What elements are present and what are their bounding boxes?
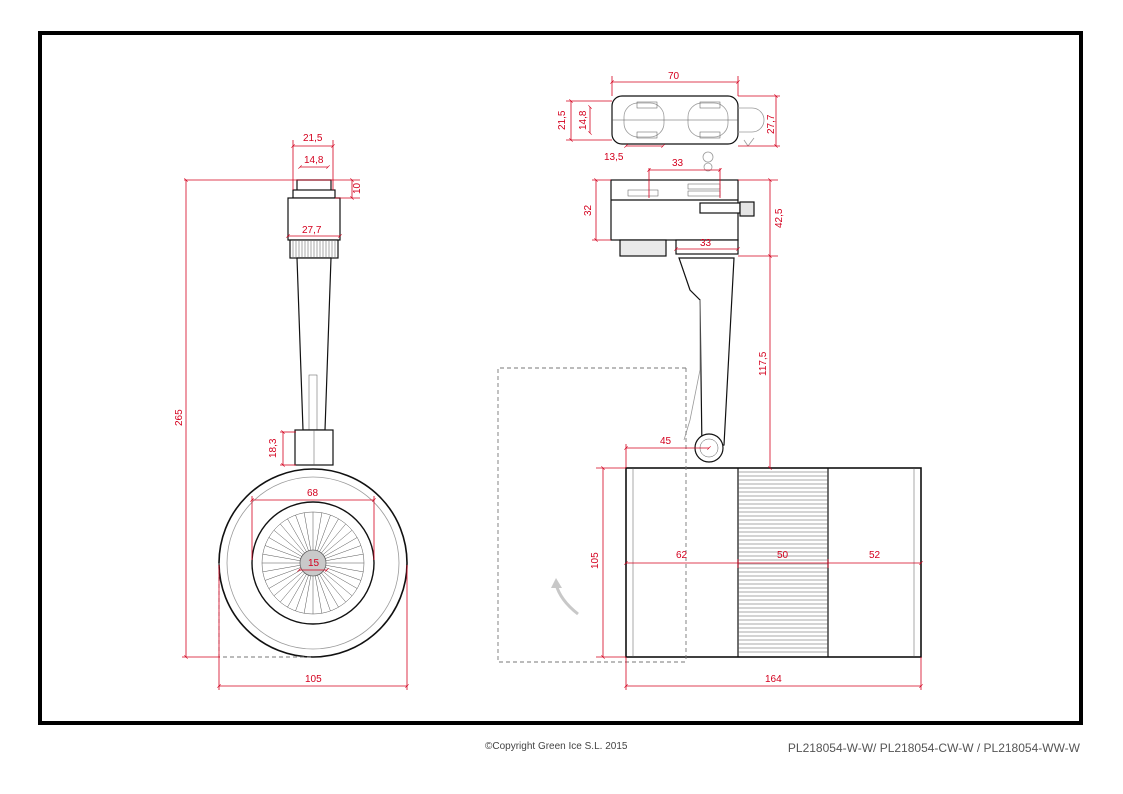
reflector-facets bbox=[262, 512, 364, 614]
front-dimensions: 21,5 14,8 10 27,7 265 18,3 68 15 105 bbox=[174, 133, 409, 690]
dim-side-top: 33 bbox=[672, 158, 684, 169]
adapter-body bbox=[287, 197, 341, 241]
part-numbers: PL218054-W-W/ PL218054-CW-W / PL218054-W… bbox=[787, 741, 1080, 755]
reflector bbox=[251, 501, 375, 625]
dim-stem-join: 18,3 bbox=[268, 438, 279, 458]
dim-reflector: 68 bbox=[307, 488, 319, 499]
side-head bbox=[625, 467, 922, 658]
dim-adapter-width: 21,5 bbox=[303, 133, 323, 144]
dim-top-inner: 14,8 bbox=[578, 110, 589, 130]
dim-seg-3: 52 bbox=[869, 550, 881, 561]
dim-side-pivot: 45 bbox=[660, 436, 672, 447]
drawing-frame bbox=[38, 31, 1083, 725]
side-dimensions: 33 32 42,5 33 117,5 45 105 62 50 52 164 bbox=[583, 158, 923, 690]
dim-total-height: 265 bbox=[174, 409, 185, 426]
dim-seg-1: 62 bbox=[676, 550, 688, 561]
dim-top-width: 21,5 bbox=[557, 110, 568, 130]
dim-top-length: 70 bbox=[668, 71, 680, 82]
dim-body-width: 27,7 bbox=[302, 225, 322, 236]
knurl-lines bbox=[292, 241, 336, 257]
side-arm bbox=[678, 257, 735, 451]
dim-side-adapter: 42,5 bbox=[774, 208, 785, 228]
copyright-text: ©Copyright Green Ice S.L. 2015 bbox=[485, 741, 628, 752]
dim-adapter-height: 10 bbox=[352, 182, 363, 194]
side-knurl bbox=[619, 239, 667, 257]
top-view: 70 21,5 14,8 13,5 27,7 bbox=[557, 71, 780, 172]
dim-head-diameter: 105 bbox=[305, 674, 322, 685]
dim-adapter-inner: 14,8 bbox=[304, 155, 324, 166]
dim-top-offset: 13,5 bbox=[604, 152, 624, 163]
dim-seg-2: 50 bbox=[777, 550, 789, 561]
arm bbox=[296, 257, 332, 431]
dim-side-height: 32 bbox=[583, 204, 594, 216]
dim-side-total: 164 bbox=[765, 674, 782, 685]
dim-top-depth: 27,7 bbox=[766, 114, 777, 134]
dim-led: 15 bbox=[308, 558, 320, 569]
side-view: 33 32 42,5 33 117,5 45 105 62 50 52 164 bbox=[497, 158, 923, 690]
front-view: 21,5 14,8 10 27,7 265 18,3 68 15 105 bbox=[174, 133, 409, 690]
dim-side-head-height: 105 bbox=[590, 552, 601, 569]
dim-side-arm: 117,5 bbox=[758, 351, 769, 376]
dim-side-bottom: 33 bbox=[700, 238, 712, 249]
